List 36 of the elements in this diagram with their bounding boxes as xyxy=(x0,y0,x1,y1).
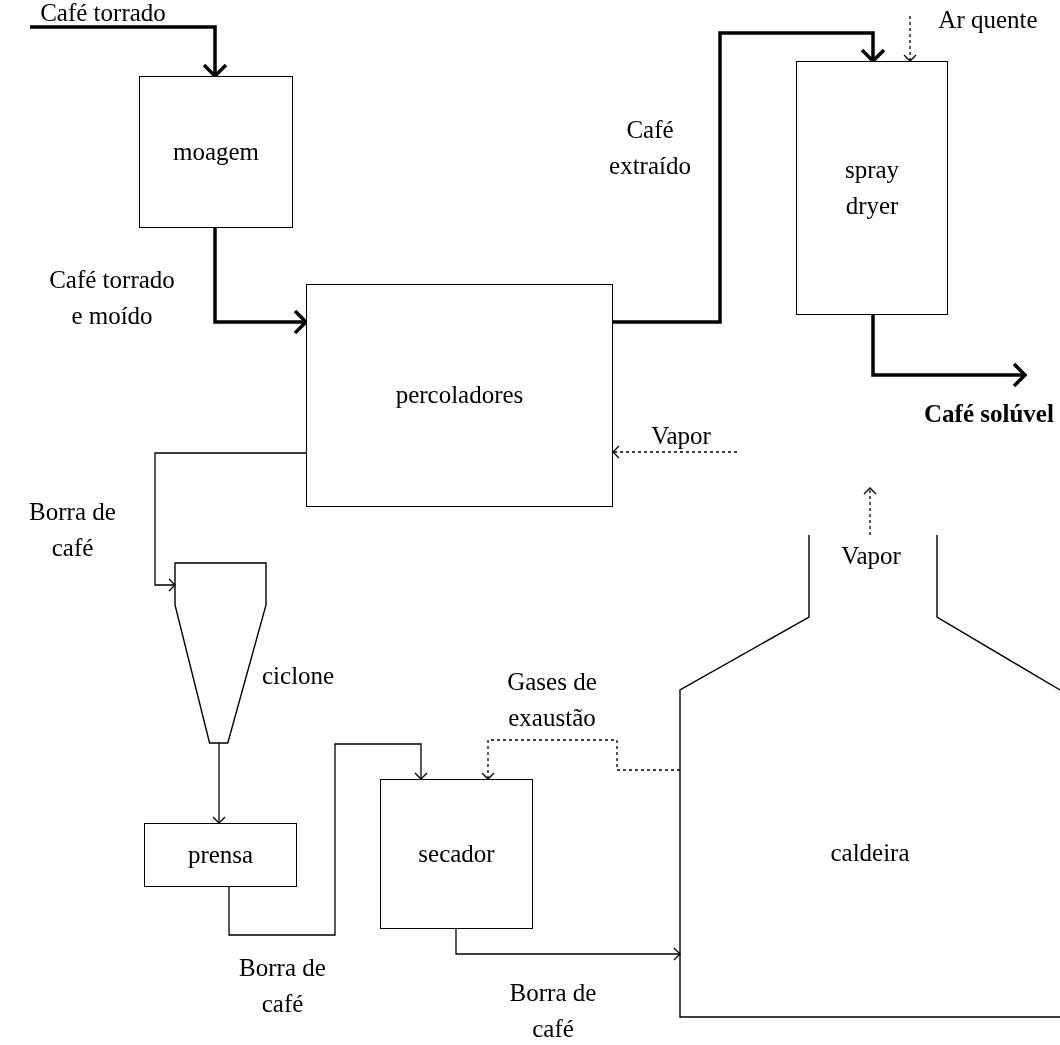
arrow xyxy=(213,228,308,335)
arrow xyxy=(455,928,681,961)
node-label: percoladores xyxy=(395,380,524,411)
edge-label: Gases de exaustão xyxy=(506,667,598,734)
process-box xyxy=(380,779,533,929)
process-box xyxy=(139,76,293,228)
node-label: spray dryer xyxy=(843,154,901,221)
process-box xyxy=(796,61,948,315)
node-label: caldeira xyxy=(830,838,910,869)
boiler-drawing xyxy=(680,535,1060,1017)
dashed-arrow xyxy=(863,487,877,536)
dashed-arrow xyxy=(612,445,738,459)
edge-label: Café torrado e moído xyxy=(48,265,176,332)
node-label: secador xyxy=(418,838,495,869)
arrow xyxy=(871,315,1027,388)
process-box xyxy=(306,284,613,507)
equipment-label: ciclone xyxy=(262,661,335,691)
node-label: moagem xyxy=(172,136,260,167)
arrow xyxy=(30,25,228,78)
edge-label: Ar quente xyxy=(937,5,1039,35)
edge-label: Café extraído xyxy=(608,115,692,182)
edge-label: Borra de café xyxy=(508,978,598,1045)
arrow xyxy=(212,742,226,824)
arrow xyxy=(613,31,886,324)
process-box xyxy=(144,823,297,887)
arrow xyxy=(228,743,428,936)
edge-label: Café solúvel xyxy=(923,399,1055,429)
edge-label: Vapor xyxy=(650,421,712,451)
edge-label: Vapor xyxy=(840,541,902,571)
node-label: prensa xyxy=(187,839,254,870)
arrow xyxy=(154,452,307,592)
dashed-arrow xyxy=(903,15,917,62)
dashed-arrow xyxy=(481,739,681,780)
edge-label: Café torrado xyxy=(39,2,167,24)
edge-label: Borra de café xyxy=(28,497,117,564)
edge-label: Borra de café xyxy=(238,953,327,1020)
